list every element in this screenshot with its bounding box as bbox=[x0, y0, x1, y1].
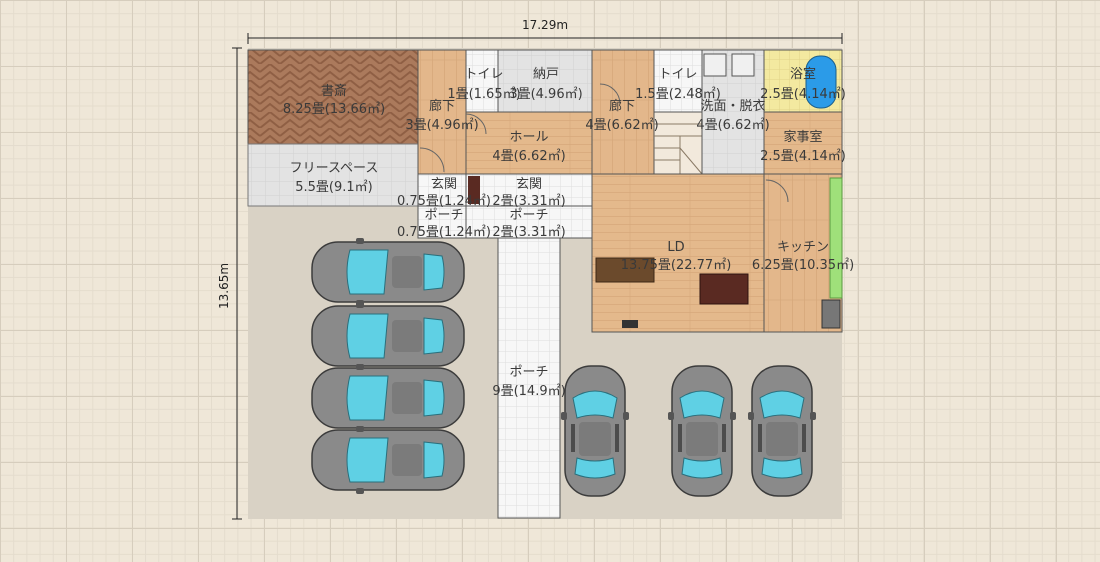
room-name-ld: LD bbox=[667, 240, 684, 255]
room-area-bathroom: 2.5畳(4.14㎡) bbox=[760, 87, 846, 102]
room-name-toilet-left: トイレ bbox=[464, 67, 503, 82]
room-name-bathroom: 浴室 bbox=[790, 66, 816, 82]
room-name-entrance-small: 玄関 bbox=[431, 177, 457, 192]
dining-table bbox=[699, 273, 749, 305]
door-swings bbox=[419, 83, 789, 203]
shoe-cabinet bbox=[468, 176, 480, 204]
room-name-kitchen: キッチン bbox=[777, 240, 829, 255]
car-4 bbox=[311, 425, 465, 495]
washer bbox=[703, 53, 727, 77]
room-area-porch-long: 9畳(14.9㎡) bbox=[492, 384, 565, 399]
room-area-storage: 3畳(4.96㎡) bbox=[509, 87, 582, 102]
car-2 bbox=[311, 301, 465, 371]
ld-floor bbox=[591, 173, 765, 333]
room-name-corridor-right: 廊下 bbox=[609, 98, 635, 114]
width-dimension bbox=[247, 33, 843, 44]
room-name-washroom: 洗面・脱衣 bbox=[700, 98, 765, 114]
room-name-hall: ホール bbox=[509, 130, 548, 145]
room-name-entrance: 玄関 bbox=[516, 177, 542, 192]
porch-floor bbox=[465, 205, 593, 239]
corridor-right-floor bbox=[591, 49, 655, 175]
room-area-entrance: 2畳(3.31㎡) bbox=[492, 194, 565, 209]
room-name-utility: 家事室 bbox=[783, 129, 822, 145]
sofa bbox=[595, 257, 655, 283]
stairs bbox=[653, 111, 703, 175]
room-area-study: 8.25畳(13.66㎡) bbox=[283, 102, 385, 117]
room-name-porch: ポーチ bbox=[509, 208, 548, 223]
bathtub bbox=[805, 55, 837, 109]
stairs-steps bbox=[654, 123, 703, 175]
kitchen-counter bbox=[829, 177, 843, 299]
room-name-porch-small: ポーチ bbox=[424, 208, 463, 223]
room-area-utility: 2.5畳(4.14㎡) bbox=[760, 149, 846, 164]
kitchen-stove bbox=[821, 299, 841, 329]
car-7 bbox=[747, 365, 817, 497]
car-3 bbox=[311, 363, 465, 433]
width-label: 17.29m bbox=[522, 18, 568, 32]
room-area-kitchen: 6.25畳(10.35㎡) bbox=[752, 258, 854, 273]
room-name-storage: 納戸 bbox=[533, 67, 559, 82]
height-dimension bbox=[232, 47, 242, 520]
room-area-entrance-small: 0.75畳(1.24㎡) bbox=[397, 194, 491, 209]
room-area-corridor-right: 4畳(6.62㎡) bbox=[585, 118, 658, 133]
room-name-study: 書斎 bbox=[321, 83, 347, 99]
porch-small-floor bbox=[417, 205, 467, 239]
entrance-small-floor bbox=[417, 173, 467, 207]
room-area-hall: 4畳(6.62㎡) bbox=[492, 149, 565, 164]
car-5 bbox=[560, 365, 630, 497]
room-area-washroom: 4畳(6.62㎡) bbox=[696, 118, 769, 133]
room-name-free-space: フリースペース bbox=[290, 161, 379, 176]
room-area-toilet-left: 1畳(1.65㎡) bbox=[447, 87, 520, 102]
room-name-porch-long: ポーチ bbox=[509, 365, 548, 380]
height-label: 13.65m bbox=[217, 263, 231, 309]
room-area-toilet-right: 1.5畳(2.48㎡) bbox=[635, 87, 721, 102]
room-area-free-space: 5.5畳(9.1㎡) bbox=[295, 180, 373, 195]
room-area-corridor-left: 3畳(4.96㎡) bbox=[405, 118, 478, 133]
room-name-toilet-right: トイレ bbox=[658, 67, 697, 82]
dryer bbox=[731, 53, 755, 77]
room-area-ld: 13.75畳(22.77㎡) bbox=[621, 258, 732, 273]
room-name-corridor-left: 廊下 bbox=[429, 98, 455, 114]
utility-room-floor bbox=[763, 111, 843, 175]
hall-floor bbox=[465, 111, 593, 175]
car-6 bbox=[667, 365, 737, 497]
room-area-porch-small: 0.75畳(1.24㎡) bbox=[397, 225, 491, 240]
tv-stand bbox=[622, 320, 638, 328]
car-1 bbox=[311, 237, 465, 307]
porch-long-floor bbox=[497, 237, 561, 519]
free-space-floor bbox=[247, 143, 419, 207]
room-area-porch: 2畳(3.31㎡) bbox=[492, 225, 565, 240]
